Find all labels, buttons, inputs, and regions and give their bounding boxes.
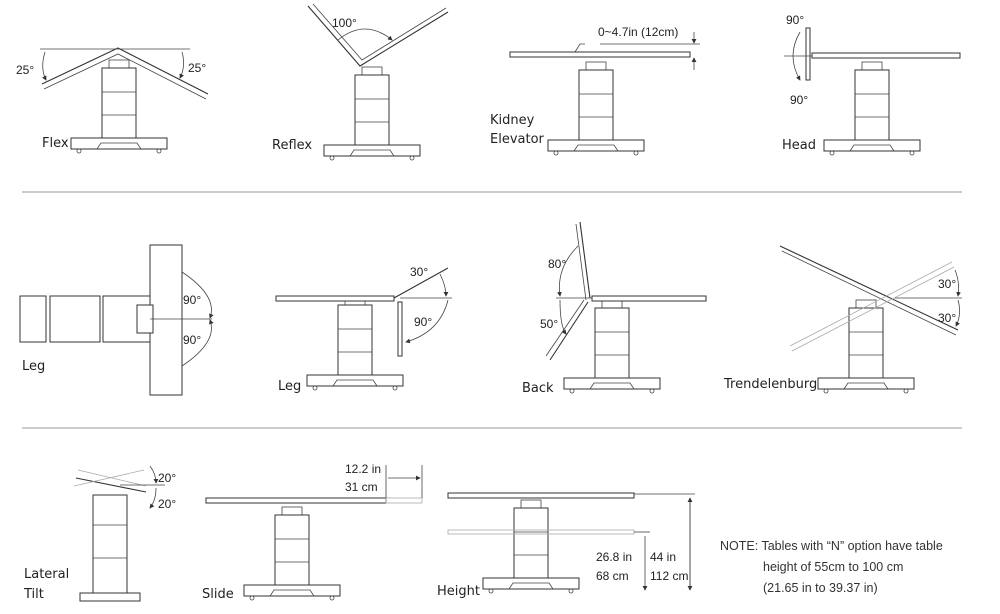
trendelenburg-label: Trendelenburg (723, 377, 817, 392)
back-angle-up: 80° (548, 257, 566, 271)
note-line3: (21.65 in to 39.37 in) (763, 581, 878, 595)
slide-position: 12.2 in 31 cm Slide (202, 462, 423, 602)
leg-side-label: Leg (278, 379, 301, 394)
height-label: Height (437, 584, 480, 599)
leg-side-angle-up: 30° (410, 265, 428, 279)
leg-side-position: 30° 90° Leg (275, 265, 452, 394)
back-position: 80° 50° Back (522, 221, 707, 396)
height-position: 26.8 in 68 cm 44 in 112 cm Height (437, 492, 695, 599)
leg-side-angle-down: 90° (414, 315, 432, 329)
slide-label: Slide (202, 587, 234, 602)
back-label: Back (522, 381, 554, 396)
slide-distance-in: 12.2 in (345, 462, 381, 476)
reflex-angle: 100° (332, 16, 357, 30)
lateral-tilt-angle-up: 20° (158, 471, 176, 485)
trendelenburg-angle-down: 30° (938, 311, 956, 325)
height-min-cm: 68 cm (596, 569, 629, 583)
lateral-tilt-position: 20° 20° Lateral Tilt (23, 465, 176, 602)
trendelenburg-angle-up: 30° (938, 277, 956, 291)
reflex-label: Reflex (272, 138, 312, 153)
flex-angle-left: 25° (16, 63, 34, 77)
note-line2: height of 55cm to 100 cm (763, 560, 903, 574)
height-note: NOTE: Tables with “N” option have table … (720, 539, 943, 595)
leg-top-angle-up: 90° (183, 293, 201, 307)
kidney-elevator-position: 0~4.7in (12cm) Kidney Elevator (490, 25, 700, 156)
lateral-tilt-label-line1: Lateral (24, 567, 69, 582)
height-min-in: 26.8 in (596, 550, 632, 564)
leg-top-label: Leg (22, 359, 45, 374)
head-position: 90° 90° Head (782, 13, 961, 156)
leg-top-angle-down: 90° (183, 333, 201, 347)
leg-top-view: 90° 90° Leg (19, 244, 214, 396)
lateral-tilt-label-line2: Tilt (23, 587, 44, 602)
kidney-label-line1: Kidney (490, 113, 535, 128)
kidney-range: 0~4.7in (12cm) (598, 25, 678, 39)
lateral-tilt-angle-down: 20° (158, 497, 176, 511)
height-max-in: 44 in (650, 550, 676, 564)
back-angle-down: 50° (540, 317, 558, 331)
flex-label: Flex (42, 136, 69, 151)
flex-angle-right: 25° (188, 61, 206, 75)
head-angle-up: 90° (786, 13, 804, 27)
note-line1: NOTE: Tables with “N” option have table (720, 539, 943, 553)
height-max-cm: 112 cm (650, 569, 688, 583)
trendelenburg-position: 30° 30° Trendelenburg (723, 245, 962, 394)
slide-distance-cm: 31 cm (345, 480, 378, 494)
head-label: Head (782, 138, 816, 153)
reflex-position: 100° Reflex (272, 3, 449, 161)
kidney-label-line2: Elevator (490, 132, 545, 147)
flex-position: 25° 25° Flex (16, 47, 209, 154)
head-angle-down: 90° (790, 93, 808, 107)
